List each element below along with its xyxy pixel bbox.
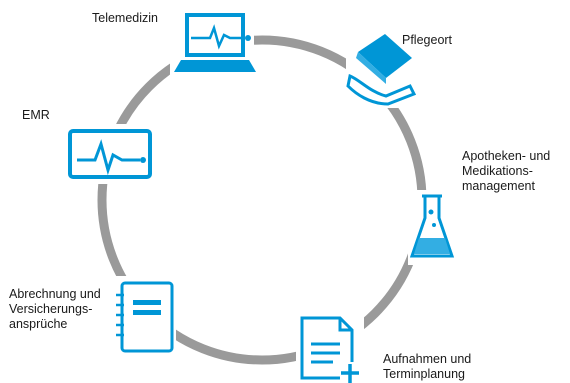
node-label-abrechnung: Abrechnung und Versicherungs- ansprüche bbox=[9, 287, 101, 331]
node-label-emr: EMR bbox=[22, 108, 50, 122]
node-label-aufnahmen: Aufnahmen und Terminplanung bbox=[383, 352, 472, 381]
flask-icon bbox=[408, 190, 455, 265]
document-plus-icon bbox=[296, 312, 364, 383]
monitor-heartbeat-icon bbox=[62, 124, 158, 184]
node-label-telemedizin: Telemedizin bbox=[92, 11, 159, 25]
notepad-icon bbox=[110, 276, 176, 358]
node-label-pflegeort: Pflegeort bbox=[402, 33, 453, 47]
node-label-apotheken: Apotheken- und Medikations- management bbox=[462, 149, 551, 193]
hand-tablet-icon bbox=[346, 28, 420, 108]
laptop-heartbeat-icon bbox=[170, 4, 256, 76]
